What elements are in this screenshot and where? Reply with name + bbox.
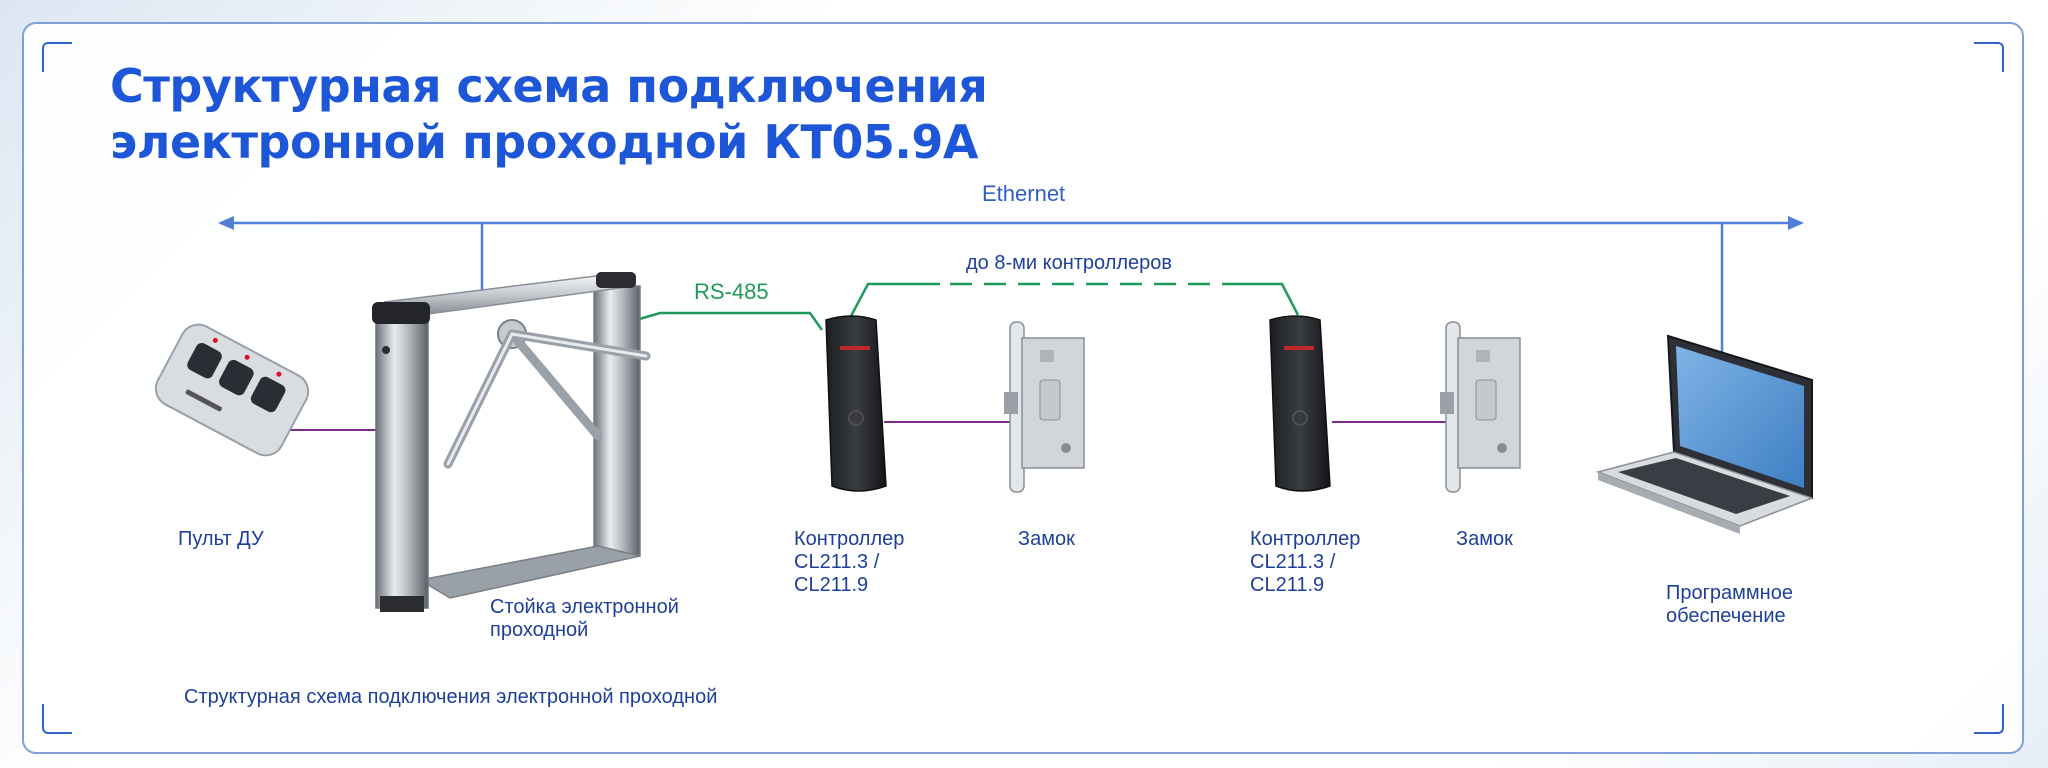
controller-1-icon <box>825 315 887 492</box>
controller-2-label-line-2: CL211.3 / <box>1250 551 1336 573</box>
controller-2-label: Контроллер CL211.3 / CL211.9 <box>1250 528 1360 597</box>
frame-corner-top-left <box>42 42 72 72</box>
controllers-limit-label: до 8-ми контроллеров <box>966 252 1173 274</box>
turnstile-label-line-1: Стойка электронной <box>490 596 679 618</box>
ethernet-bus <box>218 216 1804 352</box>
ethernet-arrow-left-icon <box>218 216 234 230</box>
turnstile-label: Стойка электронной проходной <box>490 596 679 642</box>
lock-1-label: Замок <box>1018 528 1075 550</box>
rs485-label: RS-485 <box>694 279 769 304</box>
rs485-bus <box>635 282 1300 331</box>
page-title: Структурная схема подключения электронно… <box>110 58 988 170</box>
controller-1-label: Контроллер CL211.3 / CL211.9 <box>794 528 904 597</box>
turnstile-label-line-2: проходной <box>490 619 589 641</box>
lock-1-icon <box>1004 321 1085 493</box>
controller-2-icon <box>1269 315 1331 492</box>
frame-corner-bottom-right <box>1974 704 2004 734</box>
turnstile-icon <box>372 272 651 612</box>
ethernet-label: Ethernet <box>982 181 1066 206</box>
controller-1-label-line-1: Контроллер <box>794 528 905 550</box>
title-line-1: Структурная схема подключения <box>110 59 988 113</box>
lock-2-label: Замок <box>1456 528 1513 550</box>
title-line-2: электронной проходной КТ05.9А <box>110 115 978 169</box>
lock-2-icon <box>1440 321 1521 493</box>
diagram-caption: Структурная схема подключения электронно… <box>184 686 718 708</box>
remote-control-icon <box>154 323 310 457</box>
software-label-line-1: Программное <box>1666 582 1793 604</box>
frame-corner-bottom-left <box>42 704 72 734</box>
software-label-line-2: обеспечение <box>1666 605 1786 627</box>
controller-2-label-line-1: Контроллер <box>1250 528 1361 550</box>
controller-1-label-line-2: CL211.3 / <box>794 551 880 573</box>
controller-2-label-line-3: CL211.9 <box>1250 574 1325 596</box>
remote-label: Пульт ДУ <box>178 528 264 550</box>
laptop-icon <box>1595 334 1815 534</box>
software-label: Программное обеспечение <box>1666 582 1793 628</box>
device-links <box>284 421 1446 431</box>
frame-corner-top-right <box>1974 42 2004 72</box>
ethernet-arrow-right-icon <box>1788 216 1804 230</box>
controller-1-label-line-3: CL211.9 <box>794 574 869 596</box>
